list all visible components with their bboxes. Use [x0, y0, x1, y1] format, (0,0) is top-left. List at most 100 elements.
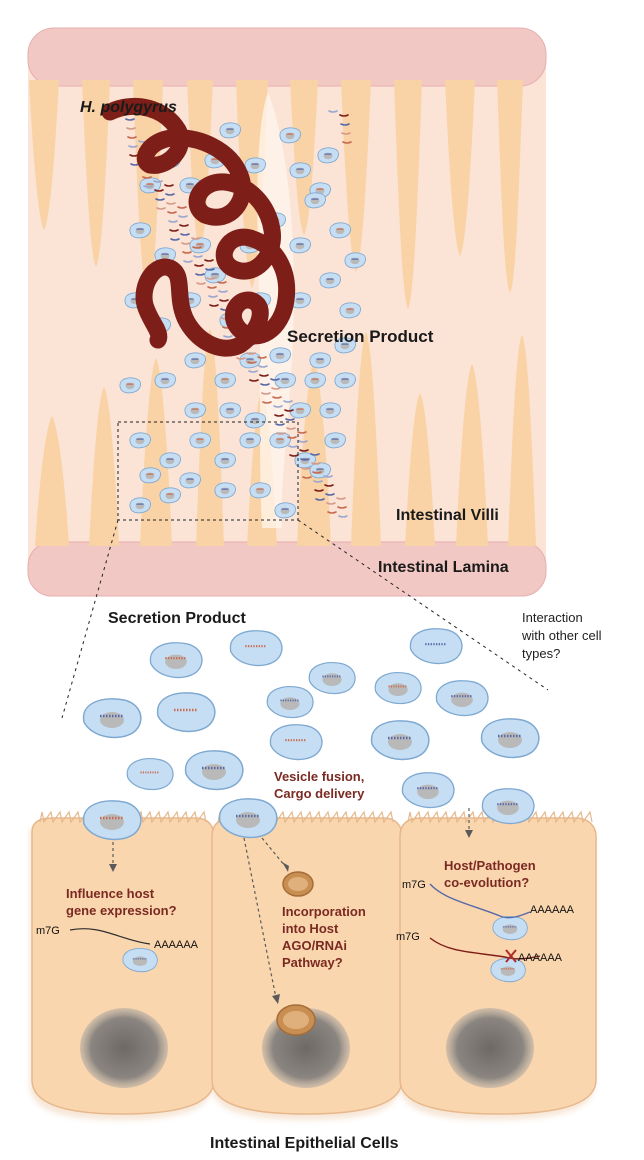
rna-fragment: [342, 141, 352, 144]
vesicle-icon: [339, 302, 361, 319]
rna-fragment: [284, 409, 294, 412]
upper-villus: [497, 80, 523, 293]
arrowhead-middle-short: [282, 862, 289, 872]
rna-fragment: [324, 484, 334, 487]
rna-fragment: [274, 414, 284, 417]
arrowhead-left: [109, 864, 117, 872]
upper-villus: [82, 80, 110, 267]
rna-fragment: [207, 286, 217, 289]
rna-fragment: [313, 480, 323, 483]
arrowheads: [109, 830, 473, 1004]
lower-villus: [456, 364, 488, 546]
rna-fragment: [286, 427, 296, 430]
top-lamina-band: [27, 27, 547, 87]
rna-fragment: [298, 440, 308, 443]
rna-fragment: [310, 453, 320, 456]
lower-villus: [35, 416, 69, 546]
rna-fragment: [179, 224, 189, 227]
vesicle-icon: [309, 462, 331, 479]
rna-fragment: [183, 260, 193, 263]
rna-fragment: [219, 299, 229, 302]
rna-fragment: [276, 432, 286, 435]
rna-fragment: [258, 365, 268, 368]
intestine-panel: H. polygyrus Secretion Product Intestina…: [27, 27, 547, 597]
vesicle-icon: [304, 192, 326, 209]
vesicle-icon: [244, 157, 266, 174]
mrna-strand-right-top: [429, 883, 531, 919]
vesicle-icon: [481, 788, 535, 825]
vesicle-icon: [189, 237, 211, 254]
arrows: [112, 808, 470, 999]
secretion-product-label-top: Secretion Product: [287, 327, 434, 346]
rna-fragment: [166, 202, 176, 205]
rna-fragment: [155, 198, 165, 201]
rna-fragment: [143, 185, 153, 188]
mrna-strand-left: [69, 928, 151, 945]
rna-fragment: [301, 467, 311, 470]
rna-fragment: [223, 335, 233, 338]
vesicle-icon: [219, 122, 241, 139]
rna-fragment: [126, 127, 136, 130]
rna-fragment: [297, 431, 307, 434]
rna-fragment: [181, 242, 191, 245]
rna-fragment: [271, 387, 281, 390]
vesicle-icon: [435, 680, 489, 717]
cleavage-mark-icon: [505, 949, 517, 963]
rna-fragment: [168, 220, 178, 223]
vesicle-icon: [309, 352, 331, 369]
vesicle-icon: [184, 352, 206, 369]
rna-fragment: [341, 132, 351, 135]
incorporation-label-1: Incorporation: [282, 904, 366, 919]
vesicle-icon: [279, 127, 301, 144]
rna-fragment: [260, 383, 270, 386]
rna-fragment: [128, 145, 138, 148]
lower-villus: [405, 393, 435, 546]
vesicle-icon: [324, 432, 346, 449]
vesicle-icon: [159, 452, 181, 469]
vesicle-icon: [129, 497, 151, 514]
vesicle-icon: [218, 798, 278, 839]
interaction-label-line-3: types?: [522, 646, 560, 661]
vesicle-icon: [184, 402, 206, 419]
arrowhead-right: [465, 830, 473, 838]
rna-fragment: [153, 180, 163, 183]
vesicle-icon: [82, 800, 142, 841]
rna-fragment: [272, 396, 282, 399]
rna-fragment: [262, 401, 272, 404]
interaction-label-line-2: with other cell: [521, 628, 602, 643]
incorporation-label-4: Pathway?: [282, 955, 343, 970]
organism-label: H. polygyrus: [80, 99, 177, 116]
vesicle-icon: [274, 502, 296, 519]
vesicle-icon: [82, 698, 142, 739]
vesicle-icon: [156, 692, 216, 733]
rna-fragment: [315, 498, 325, 501]
vesicle-icon: [401, 772, 455, 809]
secreted-vesicles: [82, 628, 540, 983]
vesicle-fusion-label-2: Cargo delivery: [274, 786, 365, 801]
rna-fragment: [287, 436, 297, 439]
vesicle-icon: [409, 628, 463, 665]
vesicle-icon: [269, 347, 291, 364]
vesicle-icon: [244, 412, 266, 429]
rna-fragment: [165, 193, 175, 196]
vesicle-icon: [214, 372, 236, 389]
rna-fragment: [302, 476, 312, 479]
rna-fragment: [285, 418, 295, 421]
rna-fragment: [289, 454, 299, 457]
upper-villus: [290, 80, 318, 235]
rna-fragment: [204, 259, 214, 262]
rna-fragment: [327, 511, 337, 514]
influence-label-1: Influence host: [66, 886, 155, 901]
upper-villus: [341, 80, 371, 272]
vesicle-icon: [249, 482, 271, 499]
rna-fragment: [246, 352, 256, 355]
rna-fragment: [314, 489, 324, 492]
arrowhead-middle-long: [272, 994, 280, 1004]
vesicle-icon: [289, 292, 311, 309]
upper-villus: [187, 80, 213, 251]
vesicle-icon: [129, 222, 151, 239]
nucleus-right: [446, 1008, 534, 1088]
rna-fragment: [191, 237, 201, 240]
